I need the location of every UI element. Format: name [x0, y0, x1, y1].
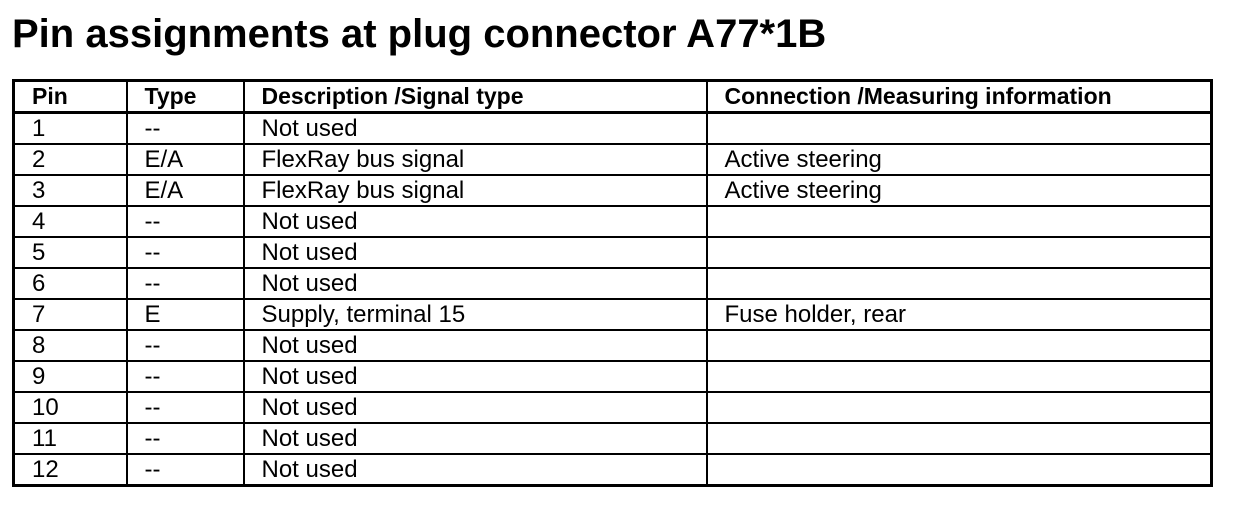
- cell-connection: Active steering: [705, 174, 1213, 207]
- cell-pin: 11: [12, 422, 128, 455]
- cell-connection: [705, 453, 1213, 487]
- table-row: 12 -- Not used: [12, 453, 1213, 487]
- cell-connection: [705, 205, 1213, 238]
- table-row: 9 -- Not used: [12, 360, 1213, 393]
- cell-connection: [705, 360, 1213, 393]
- table-row: 3 E/A FlexRay bus signal Active steering: [12, 174, 1213, 207]
- cell-connection: [705, 236, 1213, 269]
- cell-connection: [705, 422, 1213, 455]
- table-row: 2 E/A FlexRay bus signal Active steering: [12, 143, 1213, 176]
- cell-description: Not used: [242, 205, 708, 238]
- cell-description: Supply, terminal 15: [242, 298, 708, 331]
- cell-type: --: [125, 422, 245, 455]
- cell-pin: 9: [12, 360, 128, 393]
- cell-pin: 1: [12, 111, 128, 145]
- cell-type: E/A: [125, 143, 245, 176]
- cell-connection: [705, 391, 1213, 424]
- cell-type: --: [125, 391, 245, 424]
- cell-description: Not used: [242, 236, 708, 269]
- table-row: 4 -- Not used: [12, 205, 1213, 238]
- pin-assignment-table: Pin Type Description /Signal type Connec…: [12, 79, 1213, 487]
- header-connection: Connection /Measuring information: [705, 79, 1213, 114]
- cell-type: --: [125, 236, 245, 269]
- cell-pin: 10: [12, 391, 128, 424]
- table-header-row: Pin Type Description /Signal type Connec…: [12, 79, 1213, 114]
- cell-pin: 7: [12, 298, 128, 331]
- cell-connection: [705, 329, 1213, 362]
- table-row: 10 -- Not used: [12, 391, 1213, 424]
- cell-type: --: [125, 267, 245, 300]
- table-row: 1 -- Not used: [12, 111, 1213, 145]
- cell-connection: [705, 267, 1213, 300]
- table-row: 7 E Supply, terminal 15 Fuse holder, rea…: [12, 298, 1213, 331]
- cell-pin: 4: [12, 205, 128, 238]
- table-row: 6 -- Not used: [12, 267, 1213, 300]
- table-row: 11 -- Not used: [12, 422, 1213, 455]
- header-description: Description /Signal type: [242, 79, 708, 114]
- table-row: 8 -- Not used: [12, 329, 1213, 362]
- cell-pin: 2: [12, 143, 128, 176]
- cell-description: FlexRay bus signal: [242, 174, 708, 207]
- cell-type: --: [125, 453, 245, 487]
- header-type: Type: [125, 79, 245, 114]
- cell-type: --: [125, 111, 245, 145]
- cell-description: Not used: [242, 453, 708, 487]
- cell-pin: 8: [12, 329, 128, 362]
- header-pin: Pin: [12, 79, 128, 114]
- cell-type: E: [125, 298, 245, 331]
- cell-pin: 6: [12, 267, 128, 300]
- cell-connection: Active steering: [705, 143, 1213, 176]
- cell-type: E/A: [125, 174, 245, 207]
- cell-pin: 5: [12, 236, 128, 269]
- table-row: 5 -- Not used: [12, 236, 1213, 269]
- cell-connection: Fuse holder, rear: [705, 298, 1213, 331]
- cell-description: Not used: [242, 111, 708, 145]
- page-title: Pin assignments at plug connector A77*1B: [12, 12, 827, 56]
- cell-description: Not used: [242, 422, 708, 455]
- cell-description: Not used: [242, 360, 708, 393]
- cell-type: --: [125, 205, 245, 238]
- cell-pin: 12: [12, 453, 128, 487]
- cell-description: Not used: [242, 329, 708, 362]
- cell-description: FlexRay bus signal: [242, 143, 708, 176]
- cell-type: --: [125, 360, 245, 393]
- cell-description: Not used: [242, 391, 708, 424]
- cell-description: Not used: [242, 267, 708, 300]
- cell-type: --: [125, 329, 245, 362]
- cell-pin: 3: [12, 174, 128, 207]
- cell-connection: [705, 111, 1213, 145]
